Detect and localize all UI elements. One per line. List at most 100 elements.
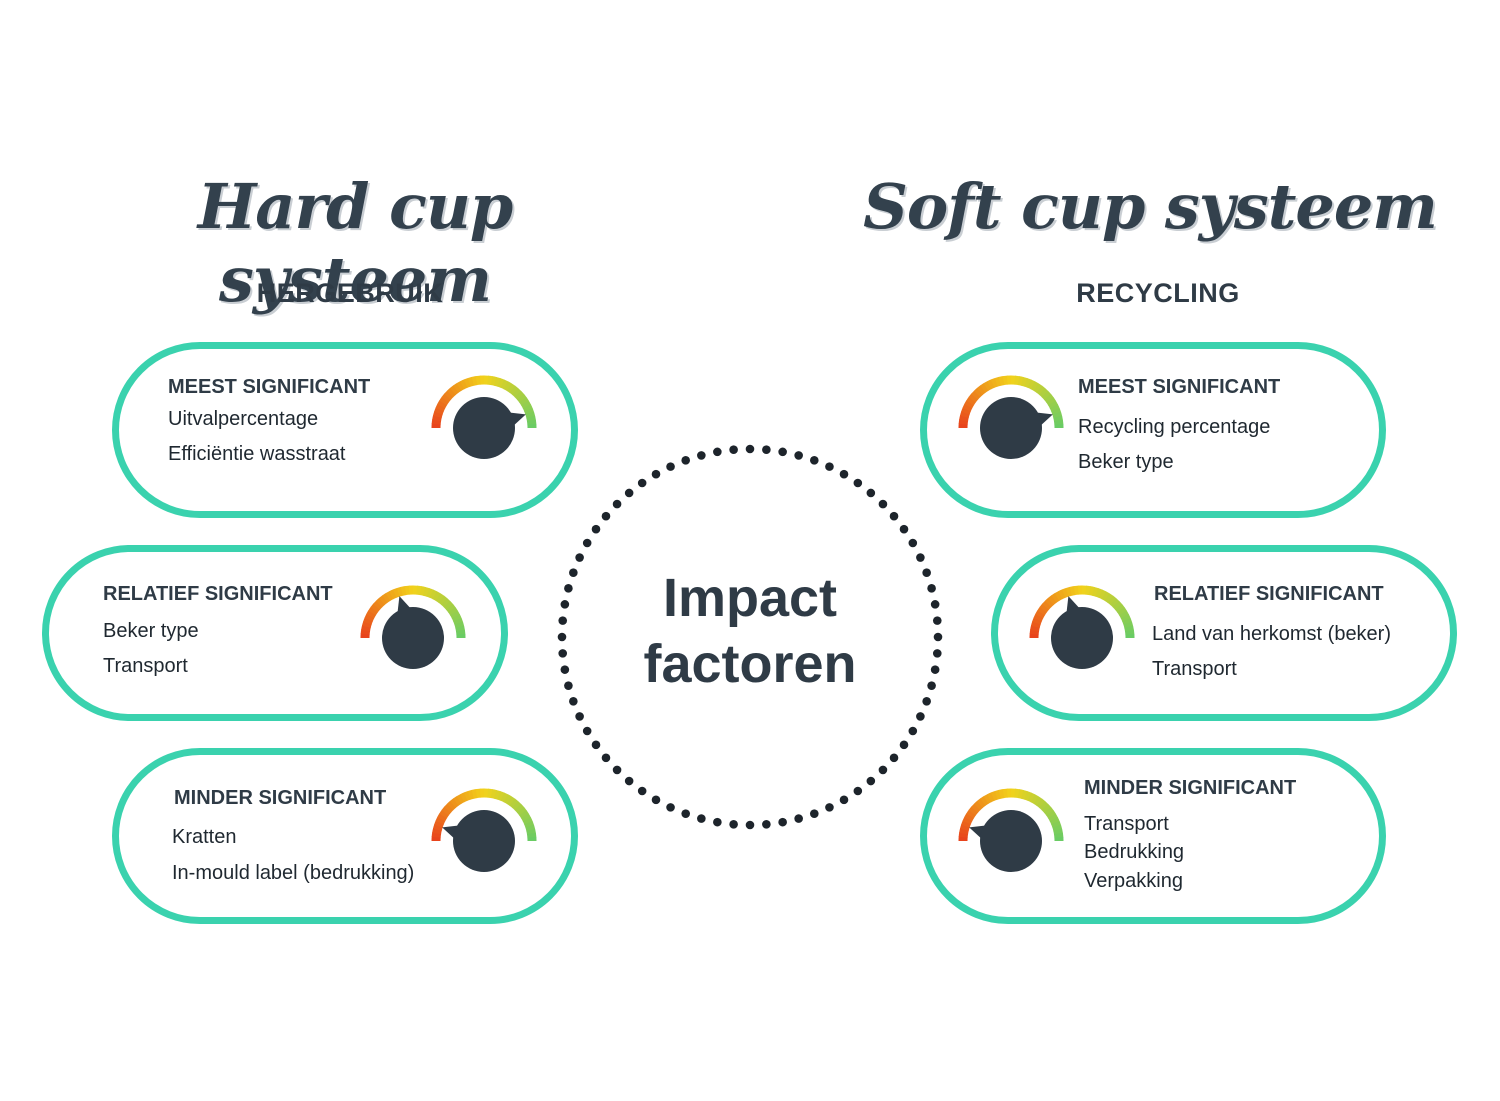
circle-dot [933,632,943,642]
gauge-icon [958,375,1064,459]
gauge-arc-segment [514,803,525,814]
circle-dot [878,499,888,509]
gauge-arc-segment [443,600,454,611]
gauge-arc-segment [1039,801,1049,811]
right-card-minder-label: MINDER SIGNIFICANT [1084,777,1297,799]
gauge-arc-segment [1098,589,1107,600]
circle-dot [560,600,570,609]
right-card-meest-item-1: Recycling percentage [1078,416,1271,438]
gauge-arc-segment [961,820,972,828]
circle-dot [839,469,849,479]
gauge-arc-segment [1024,791,1032,802]
gauge-arc-segment [958,419,969,425]
gauge-arc-segment [1054,590,1063,601]
right-card-meest-item-2: Beker type [1078,451,1174,473]
gauge-arc-segment [1051,820,1062,829]
circle-dot [569,696,578,706]
circle-dot [762,445,771,455]
gauge-arc-segment [456,793,465,804]
gauge-arc-segment [1048,400,1059,409]
gauge-arc-segment [966,396,977,406]
right-card-minder-item-1: Transport [1084,813,1169,835]
circle-dot [932,616,942,625]
gauge-arc-segment [490,376,497,386]
gauge-arc-segment [444,390,454,400]
gauge-arc-segment [521,400,532,409]
gauge-arc-segment [1036,798,1046,809]
gauge-arc-segment [471,376,478,386]
gauge-arc-segment [490,789,497,799]
circle-dot [889,511,899,521]
circle-dot [916,553,925,562]
gauge-arc-segment [1039,603,1050,613]
circle-dot [666,803,675,812]
gauge-arc-segment [361,621,372,628]
gauge-arc-segment [1021,789,1028,800]
gauge-arc-segment [980,382,989,393]
gauge-arc-segment [460,792,468,803]
gauge-arc-segment [1051,592,1060,603]
gauge-arc-segment [375,597,386,608]
gauge-icon [360,585,466,669]
circle-dot [575,553,584,562]
gauge-arc-segment [435,816,446,825]
gauge-arc-segment [446,603,456,613]
circle-dot [713,447,722,457]
gauge-arc-segment [1046,810,1057,819]
gauge-arc-segment [1051,407,1062,416]
gauge-knob [382,607,444,669]
gauge-arc-segment [519,397,530,406]
circle-dot [681,809,691,818]
gauge-arc-segment [437,400,448,409]
gauge-arc-segment [454,621,465,629]
gauge-arc-segment [994,376,1002,387]
gauge-arc-segment [983,793,992,804]
gauge-arc-segment [512,388,522,398]
gauge-arc-segment [1021,376,1028,387]
gauge-arc-segment [1042,600,1052,610]
gauge-arc-segment [1014,788,1020,799]
gauge-arc-segment [1047,595,1057,605]
left-card-minder-item-1: Kratten [172,826,237,848]
circle-dot [624,776,634,786]
gauge-arc-segment [1110,598,1120,608]
gauge-arc-segment [1053,415,1063,422]
left-card-relatief [42,545,508,721]
gauge-arc-segment [368,606,379,616]
circle-dot [927,584,936,593]
gauge-arc-segment [363,617,374,625]
gauge-arc-segment [976,385,986,395]
gauge-arc-segment [525,824,536,832]
gauge-arc-segment [1044,597,1055,608]
gauge-arc-segment [1030,381,1039,392]
circle-dot [569,568,578,578]
gauge-arc-segment [959,828,969,835]
gauge-arc-segment [487,375,493,386]
gauge-arc-segment [441,598,451,608]
gauge-arc-segment [373,600,383,610]
gauge-arc-segment [1030,794,1039,805]
gauge-arc-segment [361,625,371,632]
gauge-arc-segment [382,592,391,603]
gauge-arc-segment [453,382,462,393]
circle-dot [927,681,936,690]
gauge-arc-segment [434,820,445,828]
gauge-arc-segment [998,789,1005,799]
circle-dot [866,488,876,498]
gauge-arc-segment [439,809,450,819]
gauge-arc-segment [1058,589,1066,600]
gauge-arc-segment [435,593,445,604]
gauge-arc-segment [419,586,426,596]
center-title-line-1: Impact [662,568,838,628]
gauge-arc-segment [1029,629,1040,635]
gauge-arc-segment [450,610,461,619]
circle-dot [624,488,634,498]
gauge-arc-segment [429,589,438,600]
gauge-arc-segment [1035,610,1046,619]
left-card-meest-label: MEEST SIGNIFICANT [168,376,371,398]
circle-dot [612,765,622,775]
gauge-knob [980,397,1042,459]
circle-dot [745,444,755,454]
gauge-arc-segment [463,790,472,801]
gauge-arc-segment [522,404,533,412]
